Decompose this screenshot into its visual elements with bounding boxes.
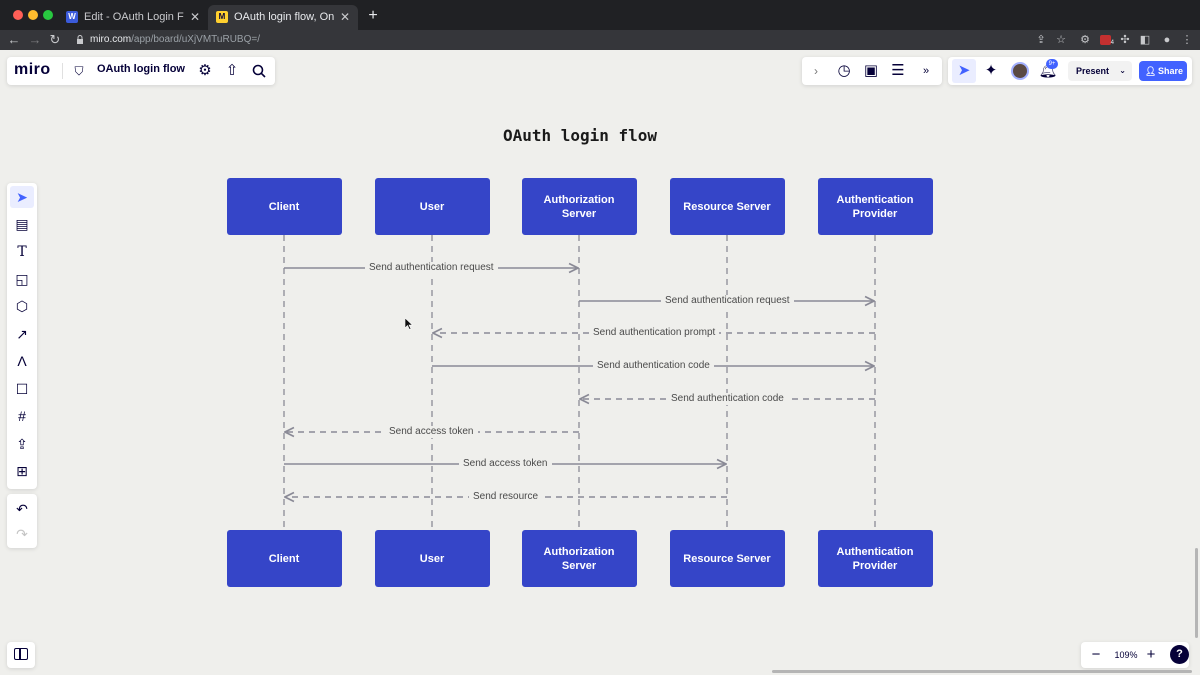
frame-icon[interactable]: # xyxy=(18,408,26,424)
participant-authorization-server-top[interactable]: Authorization Server xyxy=(521,178,637,235)
word-doc-icon: W xyxy=(66,11,78,23)
board-sidebar-button[interactable] xyxy=(7,642,35,668)
creation-toolbar: ➤ ▤ T ◱ ⬡ ↗ Λ ☐ # ⇪ ⊞ xyxy=(7,183,37,489)
templates-icon[interactable]: ▤ xyxy=(15,216,29,232)
undo-icon[interactable]: ↶ xyxy=(16,501,28,517)
share-button[interactable]: 👤︎ Share xyxy=(1139,61,1187,81)
browser-menu-icon[interactable]: ⋮ xyxy=(1181,34,1193,46)
share-page-icon[interactable]: ⇪ xyxy=(1036,34,1046,46)
message-label[interactable]: Send authentication request xyxy=(661,295,794,307)
participant-authentication-provider-bottom[interactable]: Authentication Provider xyxy=(817,530,933,587)
message-label[interactable]: Send authentication code xyxy=(667,393,788,405)
select-cursor-icon[interactable]: ➤ xyxy=(10,186,34,208)
miro-logo[interactable]: miro xyxy=(14,61,51,78)
profile-icon[interactable]: ● xyxy=(1163,34,1171,46)
sidebar-panel-icon xyxy=(14,648,28,660)
export-upload-icon[interactable]: ⇧ xyxy=(225,62,239,79)
board-name[interactable]: OAuth login flow xyxy=(97,63,185,75)
sticky-note-icon[interactable]: ◱ xyxy=(15,271,29,287)
divider xyxy=(62,63,63,79)
more-chevron-icon[interactable]: » xyxy=(922,65,930,77)
participant-authorization-server-bottom[interactable]: Authorization Server xyxy=(521,530,637,587)
vertical-scrollbar[interactable] xyxy=(1195,548,1198,638)
user-plus-icon: 👤︎ xyxy=(1145,66,1157,76)
back-arrow-icon[interactable]: ← xyxy=(7,32,21,47)
undo-redo-panel: ↶ ↷ xyxy=(7,494,37,548)
extensions-puzzle-icon[interactable]: ✣ xyxy=(1120,34,1130,46)
notes-icon[interactable]: ☰ xyxy=(891,62,905,79)
shapes-icon[interactable]: ⬡ xyxy=(15,298,29,314)
message-label[interactable]: Send authentication prompt xyxy=(589,327,720,339)
search-icon[interactable] xyxy=(247,59,271,83)
settings-gear-icon[interactable]: ⚙ xyxy=(198,62,212,79)
bookmark-star-icon[interactable]: ☆ xyxy=(1056,34,1066,46)
zoom-in-button[interactable]: + xyxy=(1146,646,1156,663)
close-tab-icon[interactable]: ✕ xyxy=(189,10,200,24)
zoom-level[interactable]: 109% xyxy=(1114,650,1138,660)
sidebar-panel-divider xyxy=(19,649,21,660)
horizontal-scrollbar[interactable] xyxy=(772,670,1192,673)
notification-badge: 9+ xyxy=(1046,59,1058,69)
participant-user-top[interactable]: User xyxy=(374,178,490,235)
zoom-out-button[interactable]: − xyxy=(1091,646,1101,663)
participant-client-bottom[interactable]: Client xyxy=(226,530,342,587)
new-tab-button[interactable]: + xyxy=(368,7,378,24)
connection-line-icon[interactable]: ↗ xyxy=(16,326,28,342)
present-label: Present xyxy=(1076,66,1110,76)
participant-resource-server-top[interactable]: Resource Server xyxy=(669,178,785,235)
reload-icon[interactable]: ↻ xyxy=(49,32,61,47)
lock-icon xyxy=(77,35,83,44)
sticky-note-icon[interactable]: ▣ xyxy=(863,62,879,79)
present-button[interactable]: Present ⌄ xyxy=(1068,61,1132,81)
browser-tab-edit[interactable]: W Edit - OAuth Login Flow - WIP ✕ xyxy=(58,5,208,30)
miro-favicon-icon: M xyxy=(216,11,228,23)
forward-arrow-icon[interactable]: → xyxy=(28,32,42,47)
side-panel-icon[interactable]: ◧ xyxy=(1139,34,1151,46)
window-minimize-button[interactable] xyxy=(28,10,38,20)
add-more-icon[interactable]: ⊞ xyxy=(16,463,28,479)
text-icon[interactable]: T xyxy=(17,244,27,260)
share-label: Share xyxy=(1158,66,1184,76)
url-text: miro.com/app/board/uXjVMTuRUBQ=/ xyxy=(90,31,260,49)
window-zoom-button[interactable] xyxy=(43,10,53,20)
browser-tab-miro[interactable]: M OAuth login flow, Online Whiteboard ✕ xyxy=(208,5,358,30)
browser-toolbar: ← → ↻ miro.com/app/board/uXjVMTuRUBQ=/ ⇪… xyxy=(0,30,1200,50)
upload-icon[interactable]: ⇪ xyxy=(16,436,28,452)
chevron-down-icon: ⌄ xyxy=(1119,66,1126,75)
url-path: /app/board/uXjVMTuRUBQ=/ xyxy=(131,34,260,45)
extension-settings-icon[interactable]: ⚙ xyxy=(1080,34,1090,46)
message-label[interactable]: Send access token xyxy=(459,458,552,470)
participant-authentication-provider-top[interactable]: Authentication Provider xyxy=(817,178,933,235)
tab-title: OAuth login flow, Online Whiteboard xyxy=(234,11,334,23)
extension-badge-icon[interactable]: 4 xyxy=(1098,33,1114,47)
address-bar[interactable]: miro.com/app/board/uXjVMTuRUBQ=/ xyxy=(70,31,1030,49)
timer-icon[interactable]: ◷ xyxy=(837,62,851,79)
message-label[interactable]: Send authentication code xyxy=(593,360,714,372)
participant-client-top[interactable]: Client xyxy=(226,178,342,235)
message-label[interactable]: Send authentication request xyxy=(365,262,498,274)
close-tab-icon[interactable]: ✕ xyxy=(339,10,350,24)
redo-icon[interactable]: ↷ xyxy=(16,526,28,542)
chevron-right-icon[interactable]: › xyxy=(814,64,818,78)
collaboration-toolbar: › ◷ ▣ ☰ » xyxy=(802,57,942,85)
extension-badge-count: 4 xyxy=(1110,40,1114,46)
message-label[interactable]: Send access token xyxy=(385,426,478,438)
reactions-icon[interactable]: ✦ xyxy=(984,62,998,79)
browser-tab-bar: W Edit - OAuth Login Flow - WIP ✕ M OAut… xyxy=(0,0,1200,30)
mouse-cursor-icon xyxy=(405,318,413,330)
comment-icon[interactable]: ☐ xyxy=(15,381,29,397)
board-header-panel: miro ⛉ OAuth login flow ⚙ ⇧ xyxy=(7,57,275,85)
pen-icon[interactable]: Λ xyxy=(17,353,27,369)
shield-badge-icon[interactable]: ⛉ xyxy=(74,64,84,78)
participant-user-bottom[interactable]: User xyxy=(374,530,490,587)
avatar[interactable] xyxy=(1011,62,1029,80)
message-label[interactable]: Send resource xyxy=(469,491,543,503)
help-button[interactable]: ? xyxy=(1170,645,1189,664)
window-close-button[interactable] xyxy=(13,10,23,20)
diagram-title[interactable]: OAuth login flow xyxy=(502,126,658,145)
tab-title: Edit - OAuth Login Flow - WIP xyxy=(84,11,184,23)
url-host: miro.com xyxy=(90,34,132,45)
cursor-select-icon[interactable]: ➤ xyxy=(952,59,976,83)
participant-resource-server-bottom[interactable]: Resource Server xyxy=(669,530,785,587)
